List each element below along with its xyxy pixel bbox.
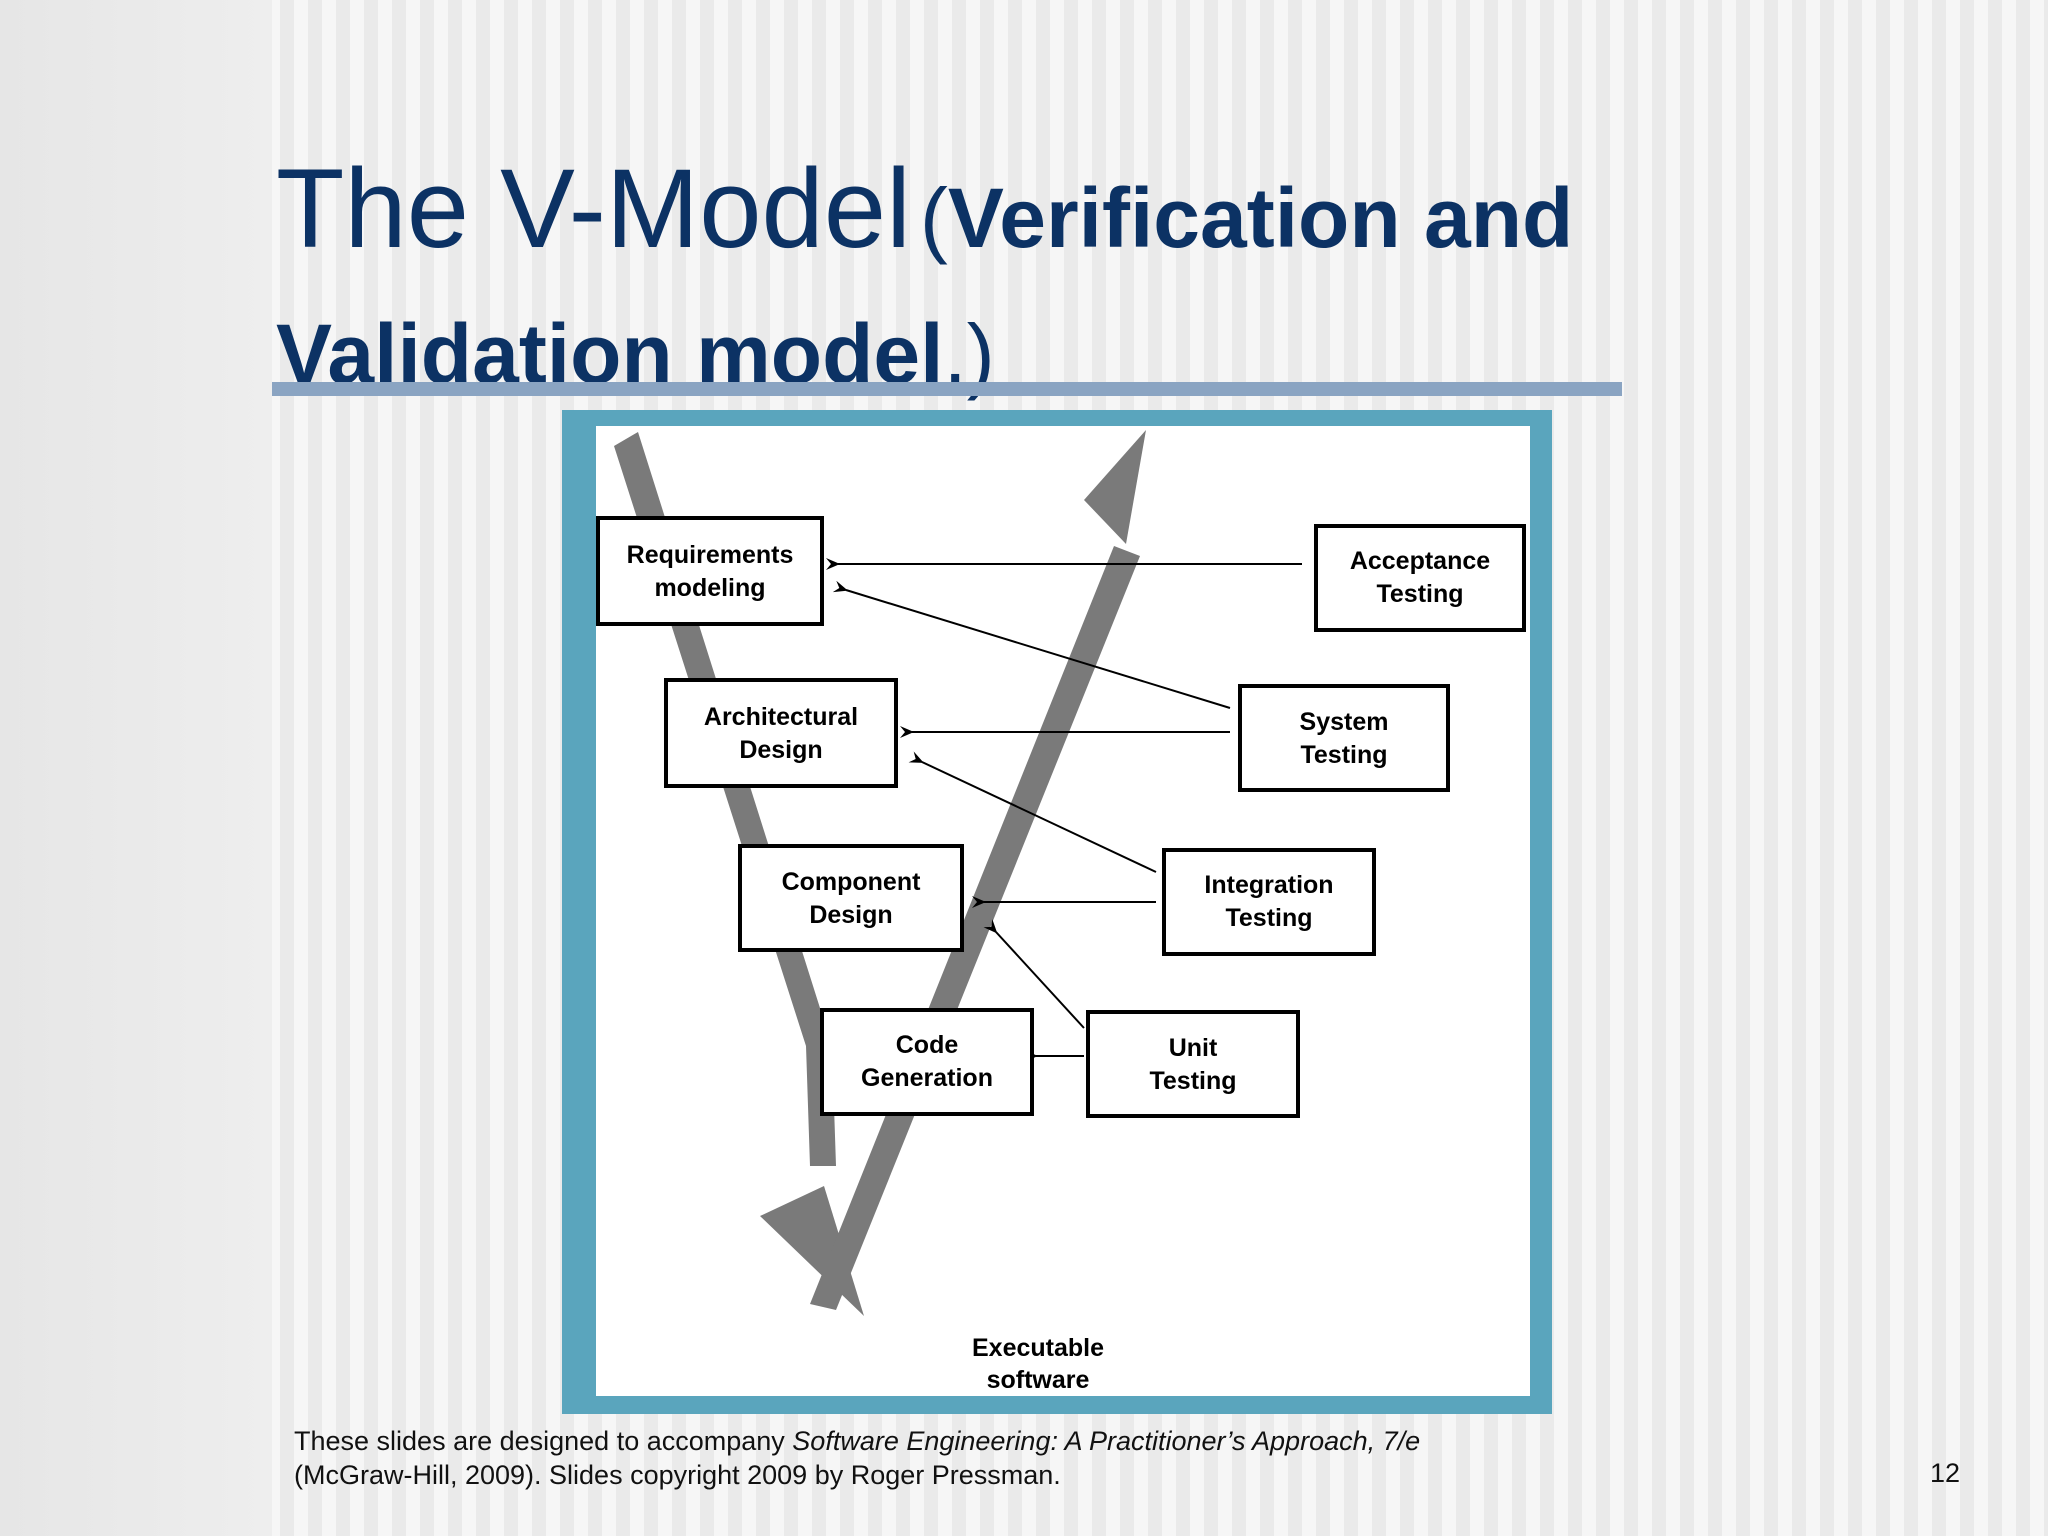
box-label: Testing: [1225, 904, 1312, 932]
footer-line1-plain: These slides are designed to accompany: [294, 1426, 793, 1456]
box-label: Unit: [1169, 1034, 1218, 1062]
page-number: 12: [1929, 1458, 1960, 1488]
box-label: modeling: [654, 574, 765, 602]
box-system-testing: System Testing: [1238, 684, 1450, 792]
executable-software-label-line2: software: [987, 1366, 1090, 1394]
title-main: The V-Model: [276, 146, 911, 271]
box-label: Requirements: [627, 541, 794, 569]
box-label: Testing: [1300, 741, 1387, 769]
arrow-system-to-requirements: [832, 580, 1231, 709]
box-acceptance-testing: Acceptance Testing: [1314, 524, 1526, 632]
title-underline-rule: [272, 382, 1622, 396]
box-label: Code: [896, 1031, 959, 1059]
box-integration-testing: Integration Testing: [1162, 848, 1376, 956]
v-right-arrowhead: [1084, 430, 1146, 544]
box-code-generation: Code Generation: [820, 1008, 1034, 1116]
v-right-arrow: [810, 546, 1140, 1310]
box-label: Testing: [1149, 1067, 1236, 1095]
box-label: Integration: [1204, 871, 1333, 899]
arrow-unit-to-component: [983, 919, 1085, 1029]
arrow-integration-to-architectural: [908, 751, 1157, 873]
box-label: Design: [809, 901, 892, 929]
footer-line2: (McGraw-Hill, 2009). Slides copyright 20…: [294, 1460, 1061, 1490]
box-label: Testing: [1376, 580, 1463, 608]
box-label: Acceptance: [1350, 547, 1490, 575]
box-requirements-modeling: Requirements modeling: [596, 516, 824, 626]
box-label: Generation: [861, 1064, 993, 1092]
box-label: Component: [782, 868, 922, 896]
box-architectural-design: Architectural Design: [664, 678, 898, 788]
footer-book-title: Software Engineering: A Practitioner’s A…: [792, 1426, 1421, 1456]
v-model-diagram: Requirements modeling Architectural Desi…: [596, 430, 1526, 1394]
box-label: System: [1300, 708, 1389, 736]
title-open-paren: (: [919, 171, 948, 265]
box-component-design: Component Design: [738, 844, 964, 952]
box-label: Architectural: [704, 703, 858, 731]
title-subtitle-line1: Verification and: [947, 171, 1574, 265]
footer-citation: These slides are designed to accompany S…: [294, 1424, 1594, 1492]
slide-background-shade: [0, 0, 272, 1536]
executable-software-label-line1: Executable: [972, 1334, 1104, 1362]
box-unit-testing: Unit Testing: [1086, 1010, 1300, 1118]
box-label: Design: [739, 736, 822, 764]
